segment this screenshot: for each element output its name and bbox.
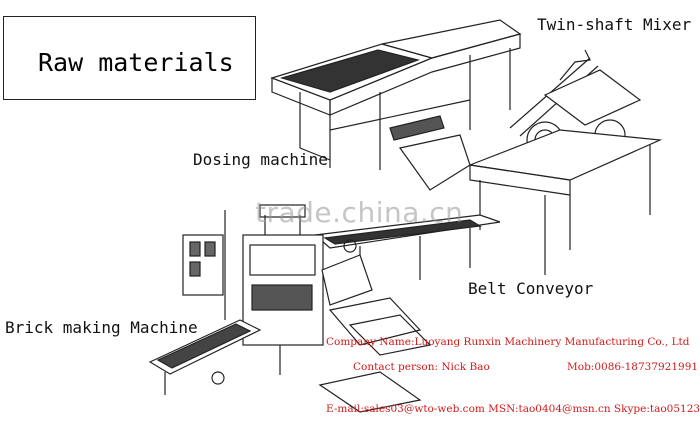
dosing-machine-drawing — [270, 19, 522, 170]
contact-person: Contact person: Nick Bao — [353, 361, 490, 373]
twin-shaft-mixer-label: Twin-shaft Mixer — [537, 15, 692, 34]
company-name: Company Name:Luoyang Runxin Machinery Ma… — [326, 336, 690, 348]
belt-conveyor-label: Belt Conveyor — [468, 279, 594, 298]
email-msn-skype: E-mail:sales03@wto-web.com MSN:tao0404@m… — [326, 403, 700, 415]
dosing-machine-label: Dosing machine — [193, 150, 328, 169]
brick-machine-drawing — [148, 204, 432, 413]
twin-shaft-mixer-drawing — [398, 49, 663, 275]
brick-making-machine-label: Brick making Machine — [5, 318, 198, 337]
mobile-number: Mob:0086-18737921991 — [567, 361, 699, 373]
watermark-text: trade.china.cn — [255, 196, 464, 229]
raw-materials-box: Raw materials — [3, 16, 256, 100]
raw-materials-label: Raw materials — [38, 48, 234, 77]
belt-conveyor-drawing — [313, 214, 501, 290]
